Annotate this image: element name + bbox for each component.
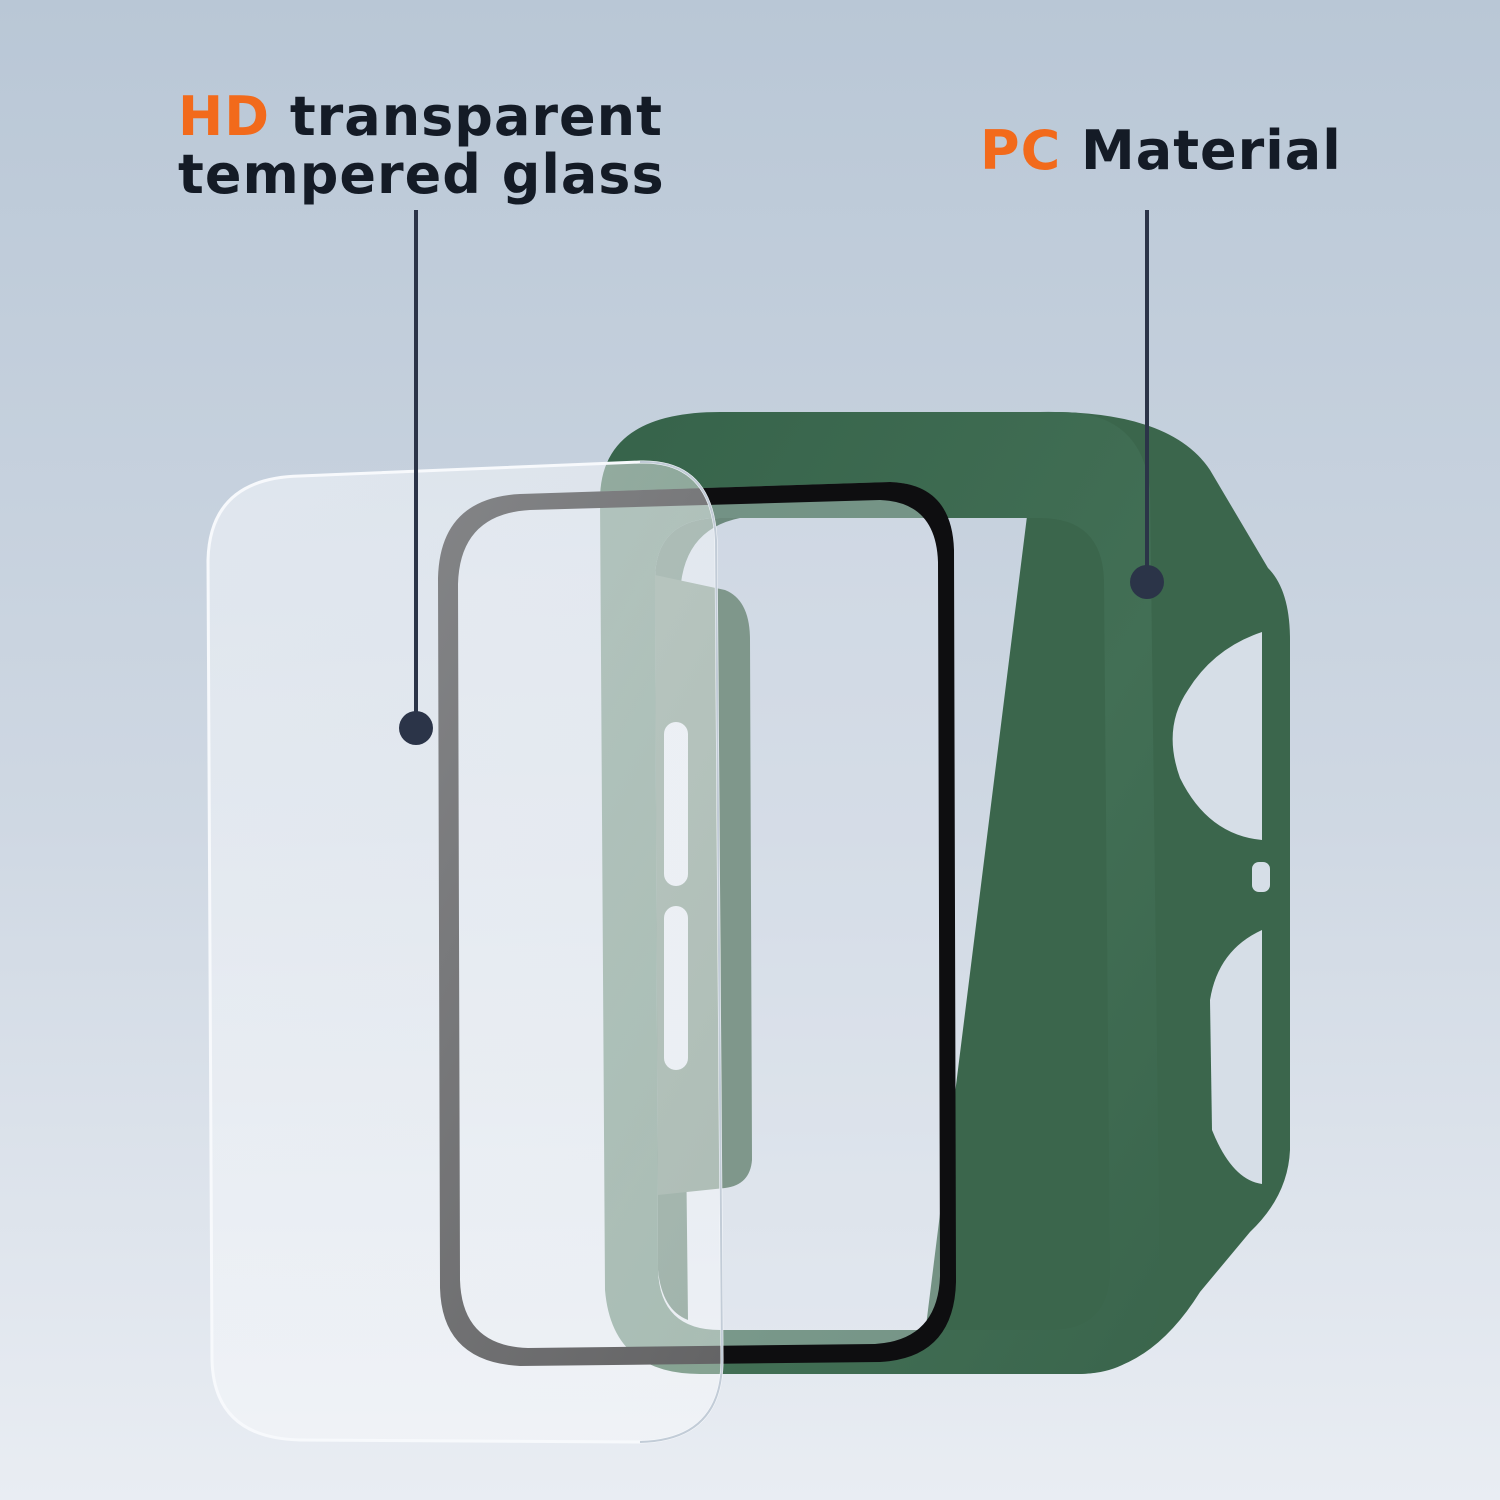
- label-pc-material: PC Material: [980, 122, 1342, 180]
- label-pc-highlight: PC: [980, 119, 1062, 182]
- callout-glass: [399, 210, 433, 745]
- button-cutout: [1210, 930, 1262, 1184]
- side-vent: [1252, 862, 1270, 892]
- glass-edge: [639, 460, 724, 1443]
- callout-dot-pc: [1130, 565, 1164, 599]
- crown-cutout: [1172, 632, 1262, 840]
- glass-panel: [206, 460, 724, 1444]
- label-tempered-glass: HD transparent tempered glass: [178, 88, 665, 204]
- callout-dot-glass: [399, 711, 433, 745]
- label-glass-line1: HD transparent: [178, 88, 665, 146]
- callout-pc: [1130, 210, 1164, 599]
- case-side: [920, 411, 1290, 1374]
- tempered-glass: [206, 460, 724, 1444]
- label-glass-line1-text: transparent: [270, 85, 663, 148]
- label-glass-highlight: HD: [178, 85, 271, 148]
- label-pc-text: Material: [1061, 119, 1342, 182]
- label-glass-line2: tempered glass: [178, 143, 665, 206]
